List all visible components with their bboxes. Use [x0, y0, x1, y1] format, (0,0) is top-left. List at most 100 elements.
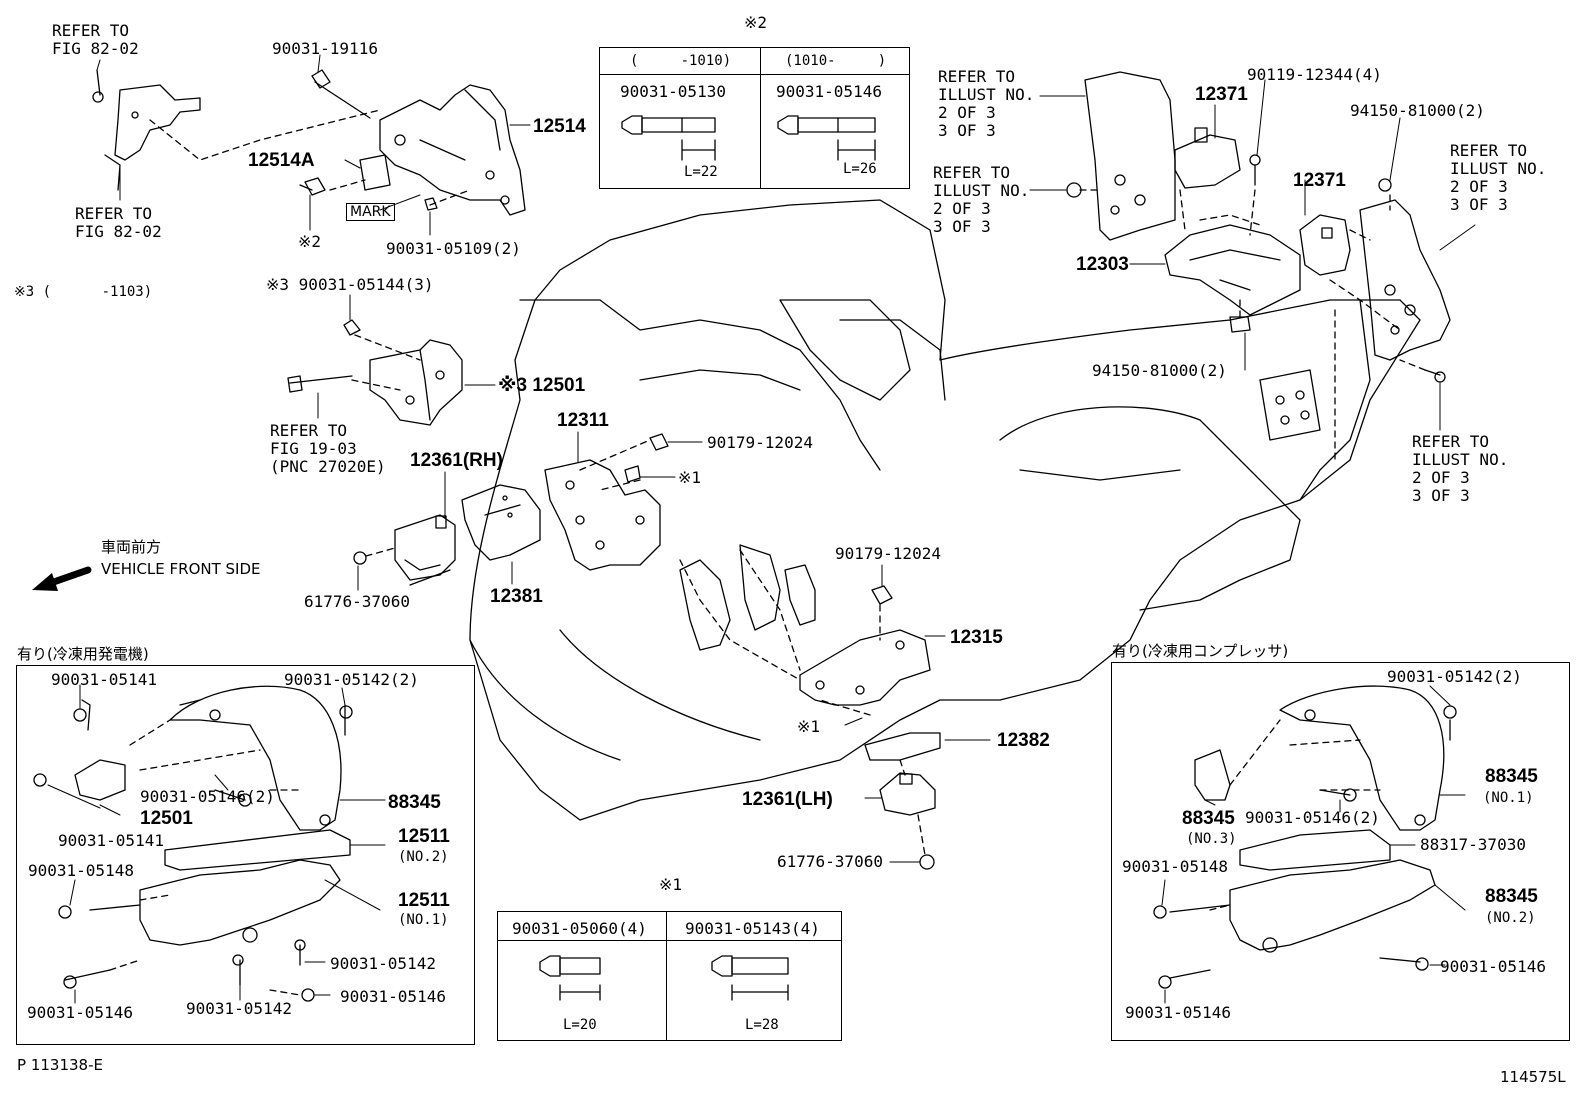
- part-90119-12344: 90119-12344(4): [1247, 65, 1382, 84]
- left-box-90031-05142-a: 90031-05142: [330, 954, 436, 973]
- left-box-88345: 88345: [388, 792, 441, 813]
- right-box-88345-no1: 88345: [1485, 766, 1538, 787]
- bracket-12514: [92, 69, 526, 216]
- left-box-12511-no1-sub: (NO.1): [398, 912, 449, 928]
- refer-illust-right: REFER TO ILLUST NO. 2 OF 3 3 OF 3: [1450, 141, 1547, 214]
- left-box-90031-05141-b: 90031-05141: [58, 831, 164, 850]
- left-box-12511-no2: 12511: [398, 826, 450, 847]
- left-box-90031-05146-a: 90031-05146: [340, 987, 446, 1006]
- part-94150-81000-a: 94150-81000(2): [1350, 101, 1485, 120]
- engine-transmission-outline: [469, 199, 1421, 821]
- note1-box-divider-h: [497, 940, 842, 941]
- right-box-90031-05146-b: 90031-05146: [1125, 1003, 1231, 1022]
- refer-illust-top: REFER TO ILLUST NO. 2 OF 3 3 OF 3: [938, 67, 1035, 140]
- part-12501: ※3 12501: [498, 375, 586, 396]
- left-box-90031-05148: 90031-05148: [28, 861, 134, 880]
- right-box-88345-no1-sub: (NO.1): [1483, 790, 1534, 806]
- part-94150-81000-b: 94150-81000(2): [1092, 361, 1227, 380]
- bracket-12311: [544, 433, 669, 571]
- cushion-12381: [461, 484, 541, 561]
- part-12315: 12315: [950, 627, 1003, 648]
- right-box-88345-no2-sub: (NO.2): [1485, 910, 1536, 926]
- part-90179-12024-b: 90179-12024: [835, 544, 941, 563]
- left-box-90031-05146-b: 90031-05146: [27, 1003, 133, 1022]
- right-box-parts: [1153, 685, 1457, 989]
- right-box-88345-no3-sub: (NO.3): [1186, 831, 1237, 847]
- note3-range: ※3 ( -1103): [14, 284, 153, 300]
- part-12381: 12381: [490, 586, 543, 607]
- part-12371-a: 12371: [1195, 84, 1248, 105]
- part-61776-37060-b: 61776-37060: [777, 852, 883, 871]
- vehicle-front-jp: 車両前方: [101, 538, 162, 556]
- note2-box: [599, 47, 910, 189]
- note1-col1-part: 90031-05060(4): [512, 919, 647, 938]
- right-box-88345-no3: 88345: [1182, 808, 1235, 829]
- part-90179-12024-a: 90179-12024: [707, 433, 813, 452]
- left-box-12501: 12501: [140, 808, 193, 829]
- left-box-parts: [33, 685, 353, 1002]
- right-box-88317-37030: 88317-37030: [1420, 835, 1526, 854]
- note2-col2-length: L=26: [843, 161, 877, 177]
- left-option-box: [16, 665, 475, 1045]
- note1-title: ※1: [659, 875, 683, 894]
- note2-col2-header: (1010- ): [785, 53, 887, 69]
- part-90031-05109: 90031-05109(2): [386, 239, 521, 258]
- mount-12361-rh: [353, 514, 456, 586]
- note1-ref-b: ※1: [797, 717, 821, 736]
- right-box-88345-no2: 88345: [1485, 886, 1538, 907]
- refer-fig82-top: REFER TO FIG 82-02: [52, 21, 139, 58]
- left-box-90031-05146-2: 90031-05146(2): [140, 787, 275, 806]
- right-box-title: 有り(冷凍用コンプレッサ): [1112, 642, 1289, 660]
- note2-col1-length: L=22: [684, 164, 718, 180]
- part-12514A: 12514A: [248, 150, 315, 171]
- note1-col2-length: L=28: [745, 1017, 779, 1033]
- note1-box-divider-v: [666, 911, 667, 1041]
- box1-bolts: [539, 955, 789, 1001]
- left-box-12511-no1: 12511: [398, 890, 450, 911]
- part-90031-05144: ※3 90031-05144(3): [266, 275, 434, 294]
- part-61776-37060-a: 61776-37060: [304, 592, 410, 611]
- note2-box-divider-v: [760, 47, 761, 189]
- bracket-refer-right: [1359, 178, 1451, 383]
- left-box-title: 有り(冷凍用発電機): [17, 645, 149, 663]
- refer-illust-mid: REFER TO ILLUST NO. 2 OF 3 3 OF 3: [933, 163, 1030, 236]
- note1-col2-part: 90031-05143(4): [685, 919, 820, 938]
- part-90031-19116: 90031-19116: [272, 39, 378, 58]
- note2-box-divider-h: [599, 74, 910, 75]
- mount-12361-lh: [879, 772, 936, 870]
- bracket-12315: [799, 585, 931, 706]
- note2-ref: ※2: [298, 232, 322, 251]
- part-12303: 12303: [1076, 254, 1129, 275]
- vehicle-front-en: VEHICLE FRONT SIDE: [101, 560, 261, 578]
- right-box-90031-05142-2: 90031-05142(2): [1387, 667, 1522, 686]
- spacer-12382: [864, 732, 941, 761]
- refer-fig82-bottom: REFER TO FIG 82-02: [75, 204, 162, 241]
- left-box-90031-05141-a: 90031-05141: [51, 670, 157, 689]
- left-box-90031-05142-2: 90031-05142(2): [284, 670, 419, 689]
- left-box-90031-05142-b: 90031-05142: [186, 999, 292, 1018]
- dashed-leaders-12514: [149, 109, 471, 206]
- note2-title: ※2: [744, 13, 768, 32]
- note2-col2-part: 90031-05146: [776, 82, 882, 101]
- mount-12501: [287, 319, 463, 426]
- part-12311: 12311: [557, 410, 609, 431]
- mount-12371-a: [1174, 127, 1261, 189]
- refer-fig19: REFER TO FIG 19-03 (PNC 27020E): [270, 421, 386, 476]
- note1-box: [497, 911, 842, 1041]
- note1-ref-a: ※1: [678, 468, 702, 487]
- mount-12371-b: [1299, 214, 1351, 276]
- part-12371-b: 12371: [1293, 170, 1346, 191]
- leader-lines: [47, 54, 1476, 1004]
- refer-illust-bottom: REFER TO ILLUST NO. 2 OF 3 3 OF 3: [1412, 432, 1509, 505]
- note2-col1-part: 90031-05130: [620, 82, 726, 101]
- crossmember-12303: [1164, 224, 1301, 333]
- right-box-90031-05148: 90031-05148: [1122, 857, 1228, 876]
- footer-right-code: 114575L: [1500, 1068, 1566, 1086]
- part-12361-lh: 12361(LH): [742, 789, 833, 810]
- mark-label: MARK: [346, 203, 395, 221]
- part-12382: 12382: [997, 730, 1050, 751]
- box2-bolts: [621, 115, 876, 161]
- part-12514: 12514: [533, 116, 586, 137]
- left-box-12511-no2-sub: (NO.2): [398, 849, 449, 865]
